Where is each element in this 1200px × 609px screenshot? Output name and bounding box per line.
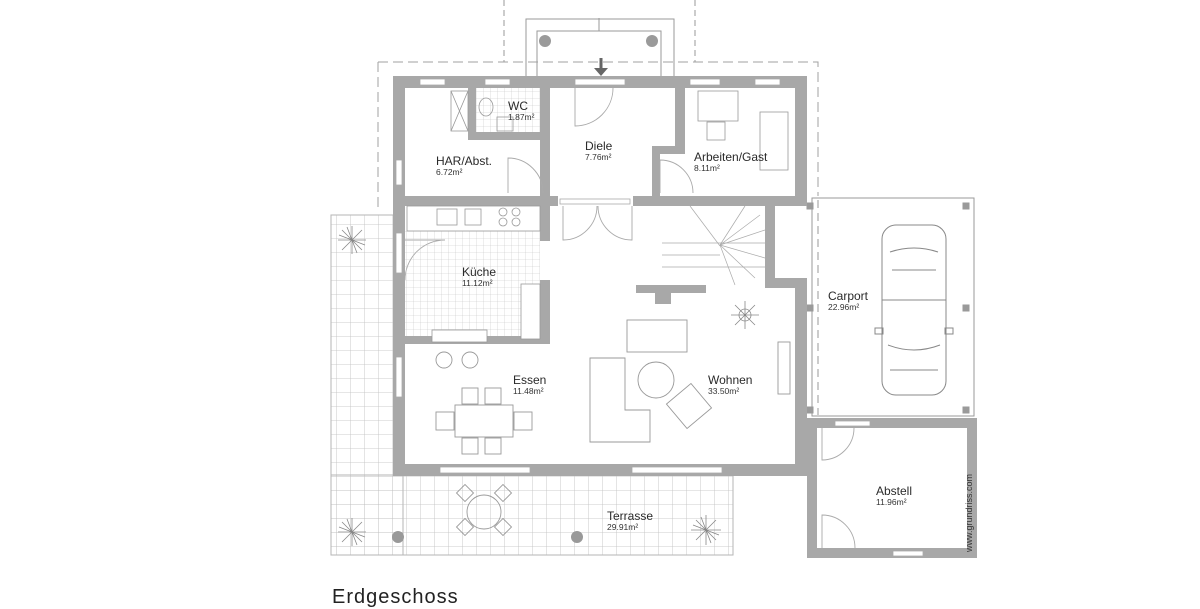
room-label-carport: Carport 22.96m² (828, 290, 868, 312)
roof-outline (377, 61, 819, 212)
room-area: 11.12m² (462, 277, 493, 288)
floor-title: Erdgeschoss (332, 586, 459, 608)
room-area: 11.96m² (876, 496, 907, 507)
room-name: Arbeiten/Gast (694, 150, 768, 164)
room-name: Carport (828, 289, 869, 303)
room-label-essen: Essen 11.48m² (513, 374, 546, 396)
terrace-post-icons (392, 531, 583, 543)
plant-icons (338, 226, 759, 546)
room-label-terrasse: Terrasse 29.91m² (607, 510, 653, 532)
car-icon (874, 224, 954, 396)
room-label-abstell: Abstell 11.96m² (876, 485, 912, 507)
watermark-text: www.grundriss.com (964, 473, 974, 552)
room-label-diele: Diele 7.76m² (585, 140, 612, 162)
furniture-upper (450, 90, 789, 171)
room-label-wc: WC 1.87m² (508, 100, 534, 122)
room-name: WC (508, 99, 528, 113)
room-label-har: HAR/Abst. 6.72m² (436, 155, 492, 177)
staircase (662, 205, 766, 286)
room-name: Küche (462, 265, 497, 279)
room-area: 29.91m² (607, 521, 639, 532)
terrace-tiles (330, 214, 734, 556)
room-name: HAR/Abst. (436, 154, 493, 168)
windows (395, 78, 924, 557)
wc-floor-tiles (476, 88, 540, 132)
room-area: 33.50m² (708, 385, 740, 396)
room-area: 8.11m² (694, 162, 720, 173)
room-area: 7.76m² (585, 151, 612, 162)
room-area: 1.87m² (508, 111, 535, 122)
kitchen-counter (406, 205, 541, 343)
room-name: Essen (513, 373, 547, 387)
room-area: 11.48m² (513, 385, 544, 396)
room-name: Terrasse (607, 509, 654, 523)
room-name: Diele (585, 139, 613, 153)
room-area: 6.72m² (436, 166, 463, 177)
room-name: Abstell (876, 484, 913, 498)
room-area: 22.96m² (828, 301, 860, 312)
room-name: Wohnen (708, 373, 753, 387)
room-label-kueche: Küche 11.12m² (462, 266, 496, 288)
carport-outline (806, 197, 975, 417)
furniture-living (435, 319, 791, 537)
entrance-arrow-icon (594, 58, 608, 76)
kitchen-floor-tiles (405, 231, 540, 336)
room-label-wohnen: Wohnen 33.50m² (708, 374, 752, 396)
room-label-arbeiten: Arbeiten/Gast 8.11m² (694, 151, 767, 173)
door-swings (404, 87, 856, 549)
